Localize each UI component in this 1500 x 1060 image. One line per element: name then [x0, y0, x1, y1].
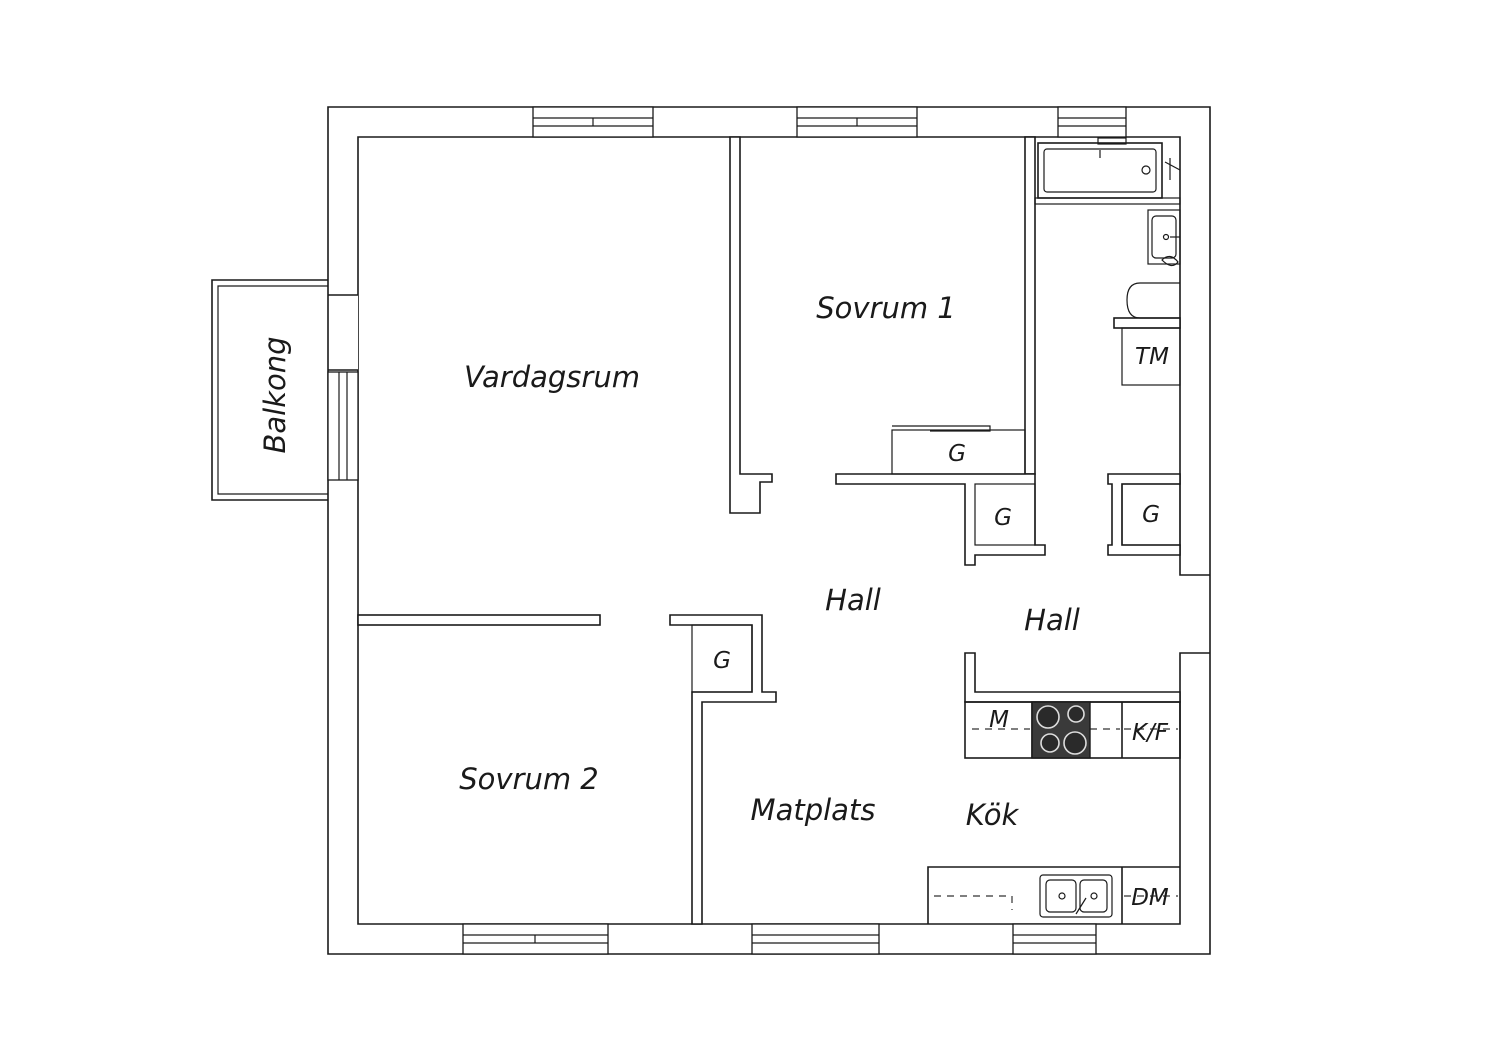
toilet	[1126, 282, 1180, 319]
window-bottom-2	[751, 923, 880, 955]
room-label-kok: Kök	[966, 798, 1020, 832]
windows	[327, 106, 1127, 955]
room-label-sovrum2: Sovrum 2	[459, 762, 599, 796]
window-top-1	[532, 106, 654, 138]
room-label-hall-right: Hall	[1024, 603, 1080, 637]
window-bottom-3	[1012, 923, 1097, 955]
closets	[691, 327, 1181, 693]
room-label-matplats: Matplats	[751, 793, 876, 827]
fixture-labels: G G G G TM M K/F DM	[713, 344, 1169, 911]
closet-label-sovrum1: G	[948, 441, 966, 467]
closet-sovrum1	[891, 429, 1026, 475]
window-top-3	[1057, 106, 1127, 138]
closet-hall-right	[1121, 483, 1181, 546]
fridge-freezer-label: K/F	[1132, 720, 1169, 746]
closet-label-hall-right: G	[1142, 502, 1160, 528]
microwave-label: M	[989, 707, 1009, 733]
bathtub	[1037, 142, 1163, 199]
washer-label: TM	[1135, 344, 1169, 370]
bathroom	[1037, 137, 1181, 319]
room-label-vardagsrum: Vardagsrum	[464, 360, 640, 394]
room-label-hall-center: Hall	[825, 583, 881, 617]
closet-label-lower: G	[713, 648, 731, 674]
room-label-balkong: Balkong	[258, 336, 292, 453]
kitchen-sink	[1039, 874, 1113, 918]
closet-label-hall-left: G	[994, 505, 1012, 531]
room-labels: Vardagsrum Sovrum 1 Sovrum 2 Hall Hall M…	[258, 291, 1080, 832]
balcony	[211, 279, 328, 501]
kitchen-upper-counter	[964, 701, 1181, 759]
room-label-sovrum1: Sovrum 1	[816, 291, 956, 325]
dishwasher-label: DM	[1131, 885, 1169, 911]
kitchen-lower-counter	[927, 866, 1180, 924]
closet-lower	[691, 624, 753, 693]
window-left	[327, 371, 359, 481]
washer-box	[1121, 327, 1181, 386]
closet-hall-left	[974, 483, 1036, 546]
